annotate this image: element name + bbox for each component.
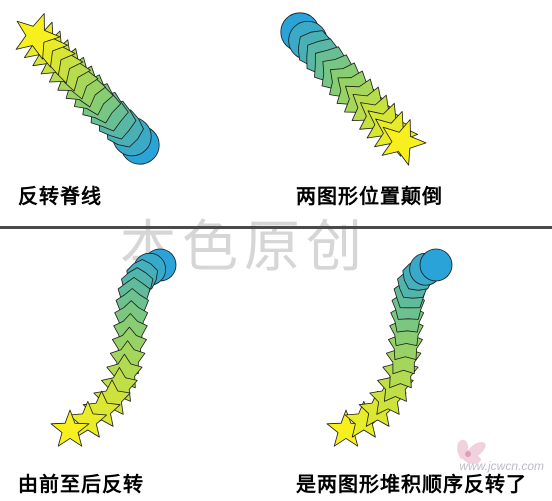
blend-illustration-bottom-left	[50, 248, 177, 447]
star-icon	[381, 119, 427, 166]
section-divider	[0, 226, 552, 229]
logo-mark	[440, 428, 510, 468]
star-icon	[50, 409, 90, 447]
blend-illustration-top-left	[15, 13, 160, 165]
caption-bottom-left: 由前至后反转	[18, 472, 144, 496]
blend-panel-bottom-right	[276, 240, 552, 460]
blend-panel-top-right	[276, 0, 552, 170]
blend-panel-top-left	[0, 0, 276, 170]
star-icon	[15, 13, 61, 60]
blend-panel-bottom-left	[0, 240, 276, 460]
circle-icon	[419, 248, 453, 282]
caption-top-left: 反转脊线	[18, 184, 102, 208]
blend-illustration-top-right	[280, 12, 427, 166]
caption-top-right: 两图形位置颠倒	[296, 184, 443, 208]
site-mark: www.jcwcn.com	[459, 459, 544, 473]
flower-logo-icon	[457, 439, 486, 464]
blend-illustration-bottom-right	[326, 248, 453, 447]
caption-bottom-right: 是两图形堆积顺序反转了	[296, 472, 527, 496]
